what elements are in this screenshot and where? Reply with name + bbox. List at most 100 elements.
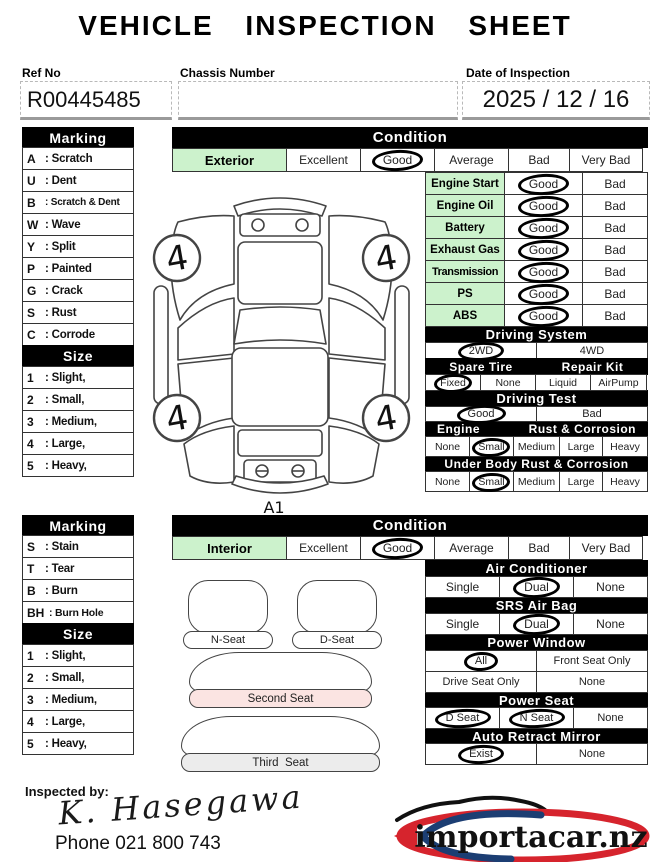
engine-rust-large-cell[interactable]: Large xyxy=(559,436,603,457)
engine-rust-none-cell[interactable]: None xyxy=(425,436,470,457)
driving-system-title: Driving System xyxy=(425,326,648,343)
interior-condition-title: Condition xyxy=(172,515,648,536)
exterior-bad-cell[interactable]: Bad xyxy=(508,148,570,172)
repair-kit-liquid-cell[interactable]: Liquid xyxy=(535,374,591,391)
under-body-medium-cell[interactable]: Medium xyxy=(513,471,560,492)
driving-test-good-cell[interactable]: Good xyxy=(425,406,537,422)
repair-kit-airpump-cell[interactable]: AirPump xyxy=(590,374,647,391)
legend-row: TTear xyxy=(22,557,134,580)
exterior-excellent-cell[interactable]: Excellent xyxy=(286,148,361,172)
logo-blue-crescent xyxy=(418,810,545,862)
under-body-rust-title: Under Body Rust & Corrosion xyxy=(425,456,648,472)
driving-system-2wd-cell[interactable]: 2WD xyxy=(425,342,537,359)
interior-average-cell[interactable]: Average xyxy=(434,536,509,560)
ps-d-seat-cell[interactable]: D Seat xyxy=(425,707,500,729)
pw-drive-only-cell[interactable]: Drive Seat Only xyxy=(425,671,537,693)
under-body-large-cell[interactable]: Large xyxy=(559,471,603,492)
system-bad-cell[interactable]: Bad xyxy=(582,194,648,217)
interior-good-cell[interactable]: Good xyxy=(360,536,435,560)
phone-number: Phone 021 800 743 xyxy=(55,833,221,854)
date-field[interactable]: 2025 / 12 / 16 xyxy=(462,81,650,120)
legend-row: 5Heavy, xyxy=(22,732,134,755)
driving-test-bad-cell[interactable]: Bad xyxy=(536,406,648,422)
interior-equipment-table: Air Conditioner Single Dual None SRS Air… xyxy=(425,560,648,765)
system-good-cell[interactable]: Good xyxy=(504,282,583,305)
under-body-small-cell[interactable]: Small xyxy=(469,471,514,492)
n-seat-shape xyxy=(188,580,268,634)
ac-single-cell[interactable]: Single xyxy=(425,576,500,598)
legend-row: 2Small, xyxy=(22,388,134,411)
legend-row: AScratch xyxy=(22,147,134,170)
system-bad-cell[interactable]: Bad xyxy=(582,282,648,305)
legend-row: 3Medium, xyxy=(22,688,134,711)
driving-system-4wd-cell[interactable]: 4WD xyxy=(536,342,648,359)
system-bad-cell[interactable]: Bad xyxy=(582,238,648,261)
interior-verybad-cell[interactable]: Very Bad xyxy=(569,536,643,560)
ac-none-cell[interactable]: None xyxy=(573,576,648,598)
system-good-cell[interactable]: Good xyxy=(504,172,583,195)
srs-single-cell[interactable]: Single xyxy=(425,613,500,635)
under-body-none-cell[interactable]: None xyxy=(425,471,470,492)
mirror-none-cell[interactable]: None xyxy=(536,743,648,765)
inspected-by-label: Inspected by: xyxy=(25,784,109,799)
system-good-cell[interactable]: Good xyxy=(504,238,583,261)
system-bad-cell[interactable]: Bad xyxy=(582,216,648,239)
mirror-exist-cell[interactable]: Exist xyxy=(425,743,537,765)
system-good-cell[interactable]: Good xyxy=(504,304,583,327)
exterior-good-cell[interactable]: Good xyxy=(360,148,435,172)
pw-all-cell[interactable]: All xyxy=(425,650,537,672)
third-seat-shape xyxy=(181,716,380,756)
engine-rust-medium-cell[interactable]: Medium xyxy=(513,436,560,457)
srs-dual-cell[interactable]: Dual xyxy=(499,613,574,635)
pw-none-cell[interactable]: None xyxy=(536,671,648,693)
importacar-logo: importacar.nz xyxy=(394,795,650,862)
interior-marking-title: Marking xyxy=(22,515,134,536)
system-good-cell[interactable]: Good xyxy=(504,194,583,217)
srs-none-cell[interactable]: None xyxy=(573,613,648,635)
engine-rust-heavy-cell[interactable]: Heavy xyxy=(602,436,648,457)
legend-row: SStain xyxy=(22,535,134,558)
ps-n-seat-cell[interactable]: N Seat xyxy=(499,707,574,729)
legend-row: 1Slight, xyxy=(22,644,134,667)
power-seat-title: Power Seat xyxy=(425,692,648,708)
system-label: PS xyxy=(425,282,505,305)
engine-rust-small-cell[interactable]: Small xyxy=(469,436,514,457)
exterior-condition-title: Condition xyxy=(172,127,648,148)
exterior-average-cell[interactable]: Average xyxy=(434,148,509,172)
legend-row: BScratch & Dent xyxy=(22,191,134,214)
system-good-cell[interactable]: Good xyxy=(504,260,583,283)
exterior-legend: Marking AScratch UDent BScratch & Dent W… xyxy=(22,127,134,477)
d-seat-label: D-Seat xyxy=(292,631,382,649)
date-label: Date of Inspection xyxy=(466,66,571,80)
interior-size-title: Size xyxy=(22,623,134,645)
system-bad-cell[interactable]: Bad xyxy=(582,260,648,283)
chassis-field[interactable] xyxy=(178,81,458,120)
spare-tire-none-cell[interactable]: None xyxy=(480,374,536,391)
ref-no-field[interactable]: R00445485 xyxy=(20,81,172,120)
interior-legend: Marking SStain TTear BBurn BHBurn Hole S… xyxy=(22,515,134,755)
legend-row: BHBurn Hole xyxy=(22,601,134,624)
system-bad-cell[interactable]: Bad xyxy=(582,304,648,327)
ac-dual-cell[interactable]: Dual xyxy=(499,576,574,598)
second-seat-label: Second Seat xyxy=(189,689,372,708)
ps-none-cell[interactable]: None xyxy=(573,707,648,729)
exterior-size-title: Size xyxy=(22,345,134,367)
interior-condition-table: Condition Interior Excellent Good Averag… xyxy=(172,515,648,560)
legend-row: PPainted xyxy=(22,257,134,280)
legend-row: YSplit xyxy=(22,235,134,258)
under-body-heavy-cell[interactable]: Heavy xyxy=(602,471,648,492)
system-label: Battery xyxy=(425,216,505,239)
second-seat-shape xyxy=(189,652,372,692)
interior-bad-cell[interactable]: Bad xyxy=(508,536,570,560)
legend-row: CCorrode xyxy=(22,323,134,346)
exterior-verybad-cell[interactable]: Very Bad xyxy=(569,148,643,172)
system-good-cell[interactable]: Good xyxy=(504,216,583,239)
interior-excellent-cell[interactable]: Excellent xyxy=(286,536,361,560)
system-label: Engine Oil xyxy=(425,194,505,217)
pw-front-only-cell[interactable]: Front Seat Only xyxy=(536,650,648,672)
system-bad-cell[interactable]: Bad xyxy=(582,172,648,195)
spare-tire-fixed-cell[interactable]: Fixed xyxy=(425,374,481,391)
page-title: VEHICLE INSPECTION SHEET xyxy=(78,10,572,41)
